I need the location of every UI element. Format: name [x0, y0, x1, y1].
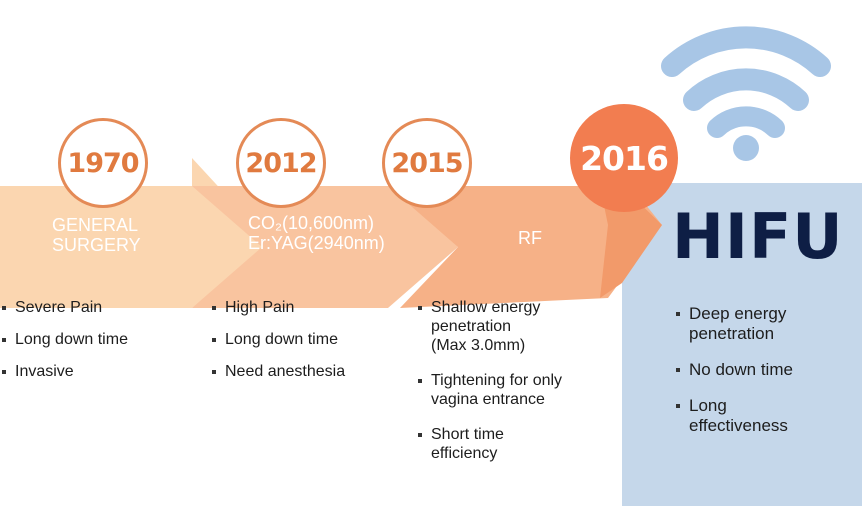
stage-label-line: GENERAL [52, 215, 139, 235]
features-2012: High Pain Long down time Need anesthesia [210, 298, 345, 381]
stage-label-line: SURGERY [52, 235, 141, 255]
year-circle-2016: 2016 [570, 104, 678, 212]
list-item: Deep energy penetration [674, 304, 793, 344]
list-item: High Pain [210, 298, 345, 317]
list-item-line: effectiveness [689, 416, 788, 435]
list-item-line: penetration [431, 318, 512, 335]
list-item-line: (Max 3.0mm) [431, 337, 526, 354]
list-item: Long effectiveness [674, 396, 793, 436]
hifu-panel [622, 183, 862, 506]
list-item: Invasive [0, 362, 128, 381]
hifu-title: HIFU [672, 200, 844, 273]
features-2016: Deep energy penetration No down time Lon… [674, 304, 793, 436]
list-item: Severe Pain [0, 298, 128, 317]
list-item-line: Short time [431, 426, 504, 443]
list-item: Long down time [210, 330, 345, 349]
list-item-line: penetration [689, 324, 775, 343]
stage-label-2012: CO₂(10,600nm) Er:YAG(2940nm) [248, 213, 385, 253]
year-circle-2015: 2015 [382, 118, 472, 208]
list-item: Shallow energy penetration (Max 3.0mm) [416, 298, 562, 355]
list-item: No down time [674, 360, 793, 380]
list-item-line: Long [689, 396, 727, 415]
features-1970: Severe Pain Long down time Invasive [0, 298, 128, 381]
list-item: Tightening for only vagina entrance [416, 371, 562, 409]
list-item-line: Shallow energy [431, 299, 541, 316]
list-item-line: Deep energy [689, 304, 787, 323]
list-item-line: efficiency [431, 445, 498, 462]
stage-label-1970: GENERAL SURGERY [52, 215, 141, 255]
list-item-line: Tightening for only [431, 372, 563, 389]
arrow-segment-2016 [600, 186, 662, 298]
list-item: Need anesthesia [210, 362, 345, 381]
list-item: Short time efficiency [416, 425, 562, 463]
features-2015: Shallow energy penetration (Max 3.0mm) T… [416, 298, 562, 463]
list-item: Long down time [0, 330, 128, 349]
wifi-signal-icon [661, 26, 831, 161]
list-item-line: vagina entrance [431, 391, 545, 408]
stage-label-line: Er:YAG(2940nm) [248, 233, 385, 253]
stage-label-2015: RF [518, 228, 542, 248]
year-circle-2012: 2012 [236, 118, 326, 208]
list-item-line: No down time [689, 360, 793, 379]
year-circle-1970: 1970 [58, 118, 148, 208]
stage-label-line: RF [518, 228, 542, 248]
stage-label-line: CO₂(10,600nm) [248, 213, 375, 233]
